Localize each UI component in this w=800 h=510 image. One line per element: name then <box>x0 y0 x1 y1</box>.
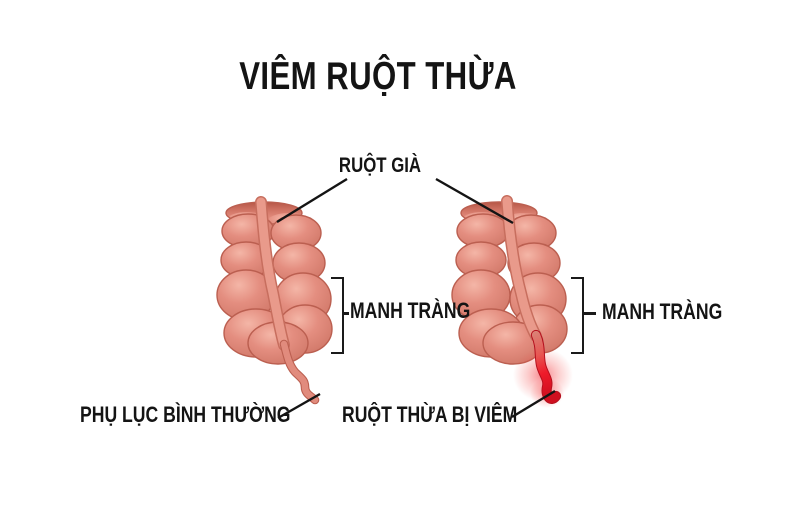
cecum-label-left: MANH TRÀNG <box>350 298 471 323</box>
normal-cecum-illustration <box>200 196 350 405</box>
inflamed-appendix-label: RUỘT THỪA BỊ VIÊM <box>342 402 518 427</box>
cecum-label-right: MANH TRÀNG <box>602 299 723 324</box>
cecum-bracket-left <box>331 277 344 354</box>
cecum-bracket-right <box>571 277 584 354</box>
taenia-band <box>255 196 290 351</box>
taenia-band <box>501 195 542 342</box>
cecum-bracket-tick-right <box>584 312 596 315</box>
cecum-bracket-tick-left <box>342 312 349 315</box>
normal-appendix-label: PHỤ LỤC BÌNH THƯỜNG <box>80 402 291 427</box>
